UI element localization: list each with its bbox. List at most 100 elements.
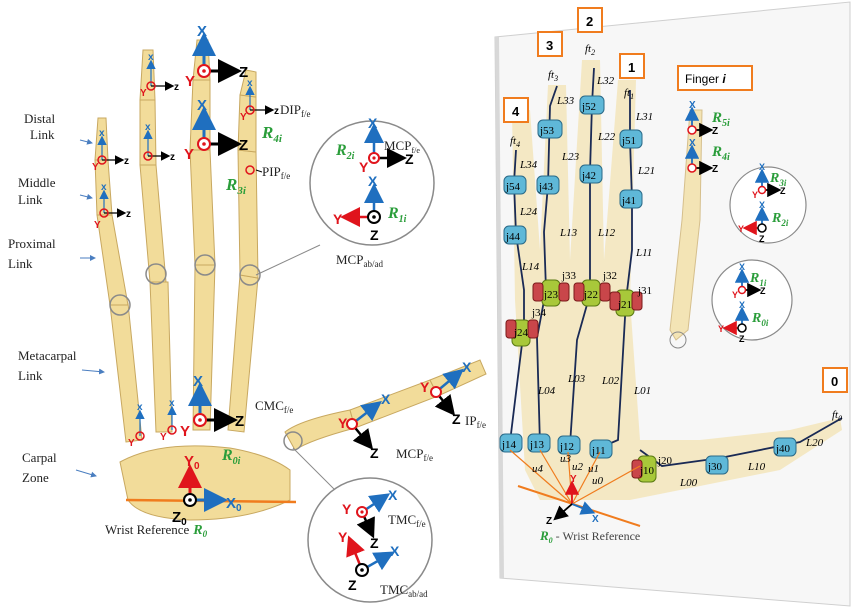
- svg-text:Z: Z: [348, 577, 357, 593]
- svg-text:j33: j33: [561, 270, 577, 282]
- svg-text:X: X: [592, 514, 599, 525]
- svg-text:j52: j52: [581, 101, 596, 113]
- middle-link-label-2: Link: [18, 192, 43, 207]
- svg-text:L33: L33: [556, 95, 575, 107]
- svg-text:j23: j23: [543, 289, 559, 301]
- svg-text:u4: u4: [532, 463, 544, 475]
- ax-z-1: z: [174, 82, 179, 93]
- ip-label: IPf/e: [465, 413, 486, 430]
- ax-z-5: z: [274, 106, 279, 117]
- svg-text:L10: L10: [747, 461, 766, 473]
- ax-z-3: z: [170, 152, 175, 163]
- ax-y-4: Y: [94, 220, 101, 231]
- svg-text:X: X: [388, 487, 398, 503]
- tmc-abad-label: TMCab/ad: [380, 582, 428, 599]
- proximal-phalanges: [97, 150, 258, 305]
- distal-link-label-2: Link: [30, 127, 55, 142]
- ax-y-2: Y: [92, 162, 99, 173]
- mcp-inset-x1: X: [368, 115, 378, 131]
- middle-phalanges: [95, 80, 256, 215]
- svg-text:j21: j21: [617, 299, 632, 311]
- svg-text:j43: j43: [538, 181, 554, 193]
- wrist-reference-label: Wrist ReferenceR0: [105, 522, 208, 539]
- svg-text:j41: j41: [621, 195, 636, 207]
- ax-y-7: Y: [160, 432, 167, 443]
- ax-z-2: z: [124, 156, 129, 167]
- thumb-mcp-label: MCPf/e: [396, 446, 433, 463]
- svg-text:j24: j24: [513, 327, 529, 339]
- svg-text:Z: Z: [712, 126, 718, 137]
- svg-text:Y: Y: [570, 474, 577, 485]
- svg-text:X: X: [381, 391, 391, 407]
- svg-text:j54: j54: [505, 181, 521, 193]
- ax-y-big-3: Y: [180, 423, 190, 440]
- svg-text:L03: L03: [567, 373, 586, 385]
- svg-text:j22: j22: [583, 289, 598, 301]
- cmc-label: CMCf/e: [255, 398, 293, 415]
- ax-x-6: x: [137, 402, 143, 413]
- carpal-zone-label-1: Carpal: [22, 450, 57, 465]
- svg-text:L34: L34: [519, 159, 538, 171]
- svg-text:L21: L21: [637, 165, 655, 177]
- ax-y-1: Y: [140, 88, 147, 99]
- svg-text:u2: u2: [572, 461, 584, 473]
- ax-y-5: Y: [240, 112, 247, 123]
- svg-text:j32: j32: [602, 270, 617, 282]
- svg-text:L13: L13: [559, 227, 578, 239]
- r4i-left: R4i: [261, 123, 283, 145]
- svg-text:j12: j12: [559, 441, 574, 453]
- ax-y-6: Y: [128, 438, 135, 449]
- svg-text:L02: L02: [601, 375, 620, 387]
- svg-text:j20: j20: [657, 455, 673, 467]
- svg-text:j40: j40: [775, 443, 791, 455]
- svg-text:X: X: [390, 543, 400, 559]
- svg-text:L24: L24: [519, 206, 538, 218]
- distal-phalanges: [95, 40, 256, 160]
- proximal-link-label-1: Proximal: [8, 236, 56, 251]
- svg-text:j34: j34: [531, 307, 547, 319]
- svg-text:L32: L32: [596, 75, 615, 87]
- ax-z-big-3: Z: [235, 413, 244, 430]
- svg-text:Z: Z: [739, 334, 745, 344]
- link-labels: Distal Link Middle Link Proximal Link Me…: [8, 111, 77, 485]
- svg-text:u3: u3: [560, 453, 572, 465]
- ax-z-big-1: Z: [239, 64, 248, 81]
- right-wrist-reference-label: R0 - Wrist Reference: [539, 528, 640, 545]
- svg-text:Z: Z: [712, 164, 718, 175]
- pip-label: PIPf/e: [262, 164, 290, 181]
- ax-x-7: x: [169, 398, 175, 409]
- svg-text:j31: j31: [637, 285, 652, 297]
- svg-text:X: X: [689, 100, 696, 111]
- left-hand-panel: Distal Link Middle Link Proximal Link Me…: [8, 23, 486, 602]
- svg-text:L11: L11: [635, 247, 652, 259]
- svg-text:Z: Z: [370, 535, 379, 551]
- svg-text:X: X: [759, 200, 765, 210]
- svg-text:X: X: [759, 162, 765, 172]
- svg-text:Y: Y: [738, 224, 744, 234]
- ax-x-big-1: X: [197, 23, 207, 40]
- mcp-inset-y2: Y: [333, 211, 343, 227]
- svg-text:X: X: [739, 300, 745, 310]
- svg-text:X: X: [689, 138, 696, 149]
- svg-text:j44: j44: [505, 231, 521, 243]
- right-model-panel: j53 j52 j51 j54 j43 j42 j41 j44 j33 j32 …: [495, 2, 850, 606]
- svg-text:j53: j53: [539, 125, 555, 137]
- ax-x-big-3: X: [193, 373, 203, 390]
- svg-text:L12: L12: [597, 227, 616, 239]
- svg-text:j14: j14: [501, 439, 517, 451]
- ax-y-big-2: Y: [184, 146, 194, 163]
- svg-text:Y: Y: [342, 501, 352, 517]
- svg-text:L20: L20: [805, 437, 824, 449]
- metacarpal-link-label-2: Link: [18, 368, 43, 383]
- mcp-inset: X Z Y X Y Z R2i R1i MCPf/e MCPab/ad: [256, 115, 434, 275]
- svg-text:Z: Z: [759, 234, 765, 244]
- mcp-abad-label: MCPab/ad: [336, 252, 383, 269]
- svg-text:Z: Z: [546, 516, 552, 527]
- svg-text:u1: u1: [588, 463, 599, 475]
- svg-text:j10: j10: [639, 465, 655, 477]
- svg-text:L01: L01: [633, 385, 651, 397]
- tmc-inset: X Z Y X Y Z TMCf/e TMCab/ad: [293, 448, 432, 602]
- svg-text:Y: Y: [752, 190, 758, 200]
- svg-text:L14: L14: [521, 261, 540, 273]
